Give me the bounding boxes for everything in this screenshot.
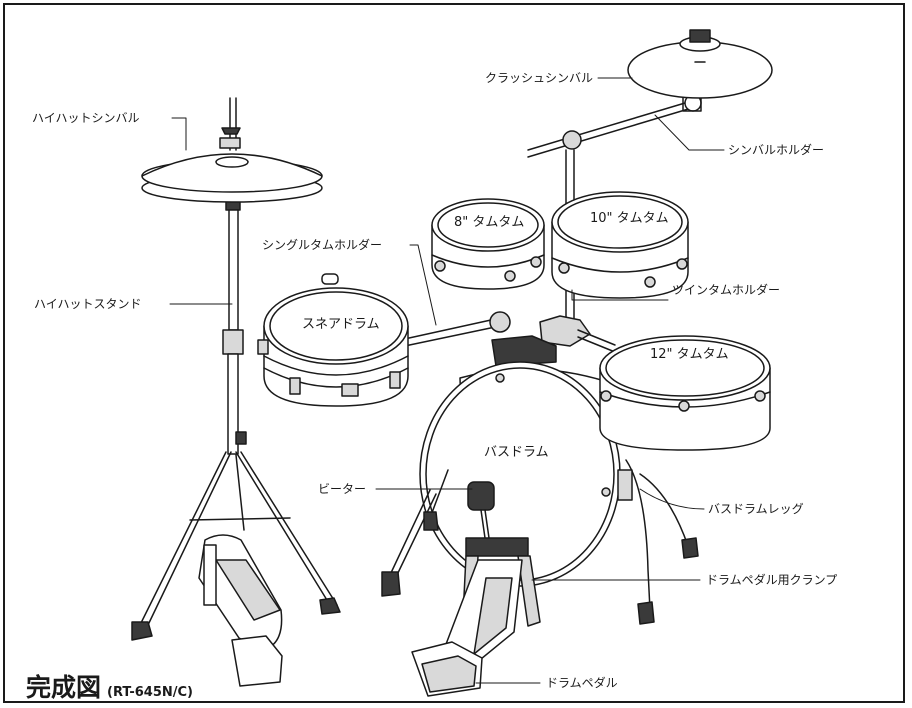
figure-title-main: 完成図 xyxy=(26,673,102,702)
label-hihat-stand: ハイハットスタンド xyxy=(34,297,142,311)
hihat-cymbals xyxy=(141,127,323,203)
label-tom-12: 12" タムタム xyxy=(650,347,729,362)
label-tom-10: 10" タムタム xyxy=(590,211,669,226)
figure-border xyxy=(3,3,905,703)
label-hihat-cymbal: ハイハットシンバル xyxy=(32,111,140,125)
crash-cymbal xyxy=(627,29,773,99)
label-beater: ビーター xyxy=(318,482,367,496)
label-snare: スネアドラム xyxy=(302,317,380,332)
snare-drum xyxy=(257,273,409,407)
label-pedal-clamp: ドラムペダル用クランプ xyxy=(706,573,838,587)
leader-lines xyxy=(169,77,725,684)
label-bass-drum-leg: バスドラムレッグ xyxy=(708,502,804,516)
tom-holder-arms xyxy=(399,311,616,367)
label-drum-pedal: ドラムペダル xyxy=(546,676,618,690)
bass-drum xyxy=(381,361,699,625)
label-single-tom-holder: シングルタムホルダー xyxy=(262,238,383,252)
tom-10-drum xyxy=(551,191,689,299)
label-bass-drum: バスドラム xyxy=(484,445,549,460)
drum-pedal xyxy=(411,537,541,697)
figure-title-model: (RT-645N/C) xyxy=(107,685,193,700)
label-tom-8: 8" タムタム xyxy=(454,215,525,230)
tom-8-drum xyxy=(431,198,545,290)
figure-title: 完成図 (RT-645N/C) xyxy=(26,668,193,704)
label-twin-tom-holder: ツインタムホルダー xyxy=(672,283,781,297)
label-cymbal-holder: シンバルホルダー xyxy=(728,143,825,157)
hihat-stand xyxy=(131,97,341,687)
label-crash-cymbal: クラッシュシンバル xyxy=(485,71,594,85)
tom-12-drum xyxy=(599,335,771,451)
